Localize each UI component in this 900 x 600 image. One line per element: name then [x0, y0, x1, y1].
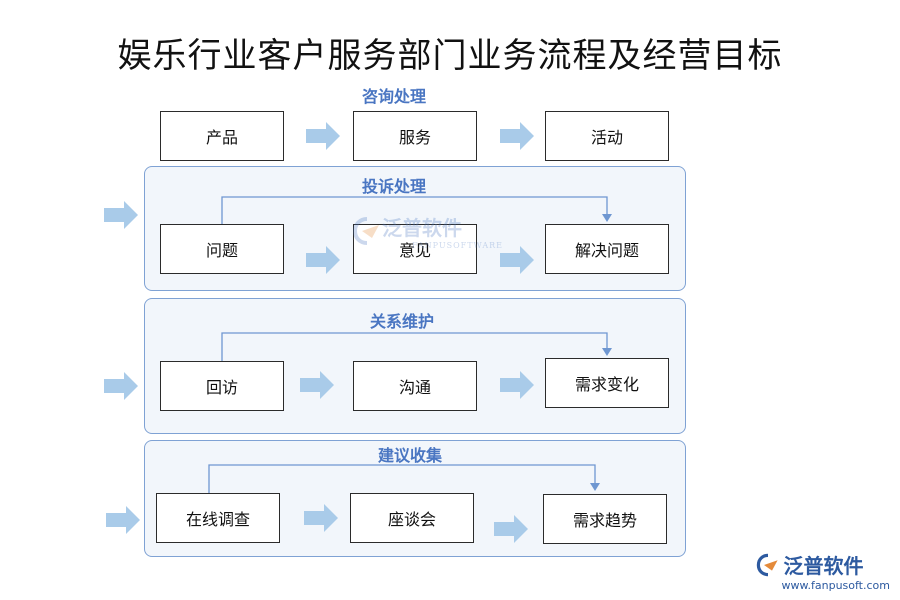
- flow-arrow-icon: [306, 122, 340, 150]
- brand-url: www.fanpusoft.com: [781, 579, 890, 592]
- box-problem: 问题: [160, 224, 284, 274]
- section-label-relationship: 关系维护: [369, 312, 434, 331]
- flow-arrow-icon: [500, 122, 534, 150]
- box-service: 服务: [353, 111, 477, 161]
- box-activity: 活动: [545, 111, 669, 161]
- flow-arrow-icon: [500, 246, 534, 274]
- section-label-suggestion: 建议收集: [377, 446, 442, 465]
- box-demand-trend: 需求趋势: [543, 494, 667, 544]
- box-product: 产品: [160, 111, 284, 161]
- flow-arrow-icon: [304, 504, 338, 532]
- flow-arrow-icon: [300, 371, 334, 399]
- flow-arrow-icon: [104, 201, 138, 229]
- flow-arrow-icon: [306, 246, 340, 274]
- page-title: 娱乐行业客户服务部门业务流程及经营目标: [117, 36, 783, 76]
- fanpu-logo-icon: [352, 217, 379, 245]
- flow-arrow-icon: [104, 372, 138, 400]
- watermark-text: 泛普软件: [382, 216, 462, 240]
- flow-arrow-icon: [106, 506, 140, 534]
- watermark: 泛普软件 FANPUSOFTWARE: [352, 212, 503, 250]
- box-communicate: 沟通: [353, 361, 477, 411]
- box-forum: 座谈会: [350, 493, 474, 543]
- brand-logo-text: 泛普软件: [783, 554, 864, 578]
- section-label-consult: 咨询处理: [361, 87, 426, 106]
- box-revisit: 回访: [160, 361, 284, 411]
- fanpu-logo-icon: [756, 553, 778, 576]
- box-online-survey: 在线调查: [156, 493, 280, 543]
- watermark-subtext: FANPUSOFTWARE: [412, 241, 504, 250]
- box-demand-change: 需求变化: [545, 358, 669, 408]
- brand-logo: 泛普软件 www.fanpusoft.com: [756, 550, 890, 592]
- flow-arrow-icon: [500, 371, 534, 399]
- section-label-complaint: 投诉处理: [361, 177, 426, 196]
- box-solve-problem: 解决问题: [545, 224, 669, 274]
- flow-arrow-icon: [494, 515, 528, 543]
- box-opinion: 意见: [353, 224, 477, 274]
